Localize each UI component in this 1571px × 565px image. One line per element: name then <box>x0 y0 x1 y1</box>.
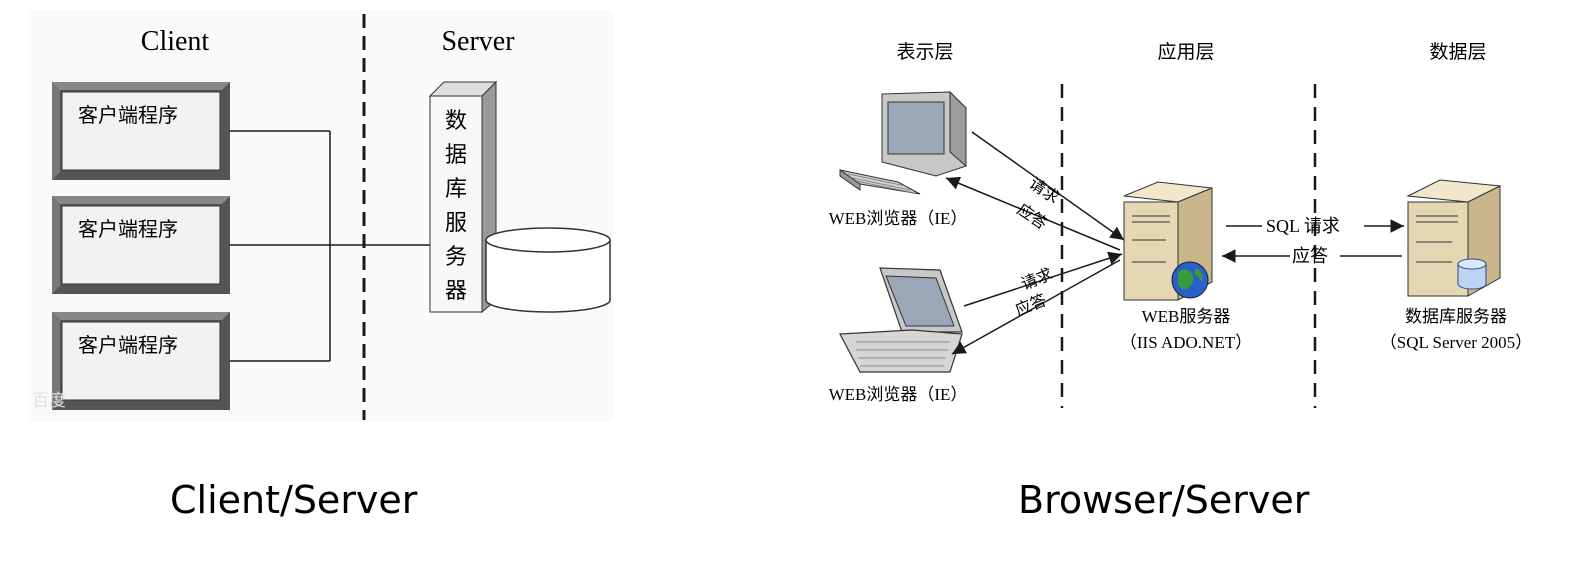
client-server-caption: Client/Server <box>170 478 418 522</box>
browser-label-top: WEB浏览器（IE） <box>829 209 968 228</box>
tier-data-label: 数据层 <box>1429 41 1486 63</box>
sql-arrows <box>1222 219 1404 263</box>
browser-server-diagram: 表示层 应用层 数据层 WEB浏览器（IE） <box>829 41 1532 408</box>
client-program-box-2: 客户端程序 <box>52 196 230 294</box>
db-server-char: 器 <box>445 279 467 304</box>
db-server-char: 服 <box>445 211 467 236</box>
browser-server-caption: Browser/Server <box>1018 478 1310 522</box>
server-heading: Server <box>441 26 515 57</box>
db-server-char: 数 <box>445 109 467 134</box>
response-label-bottom: 应答 <box>1012 290 1049 320</box>
web-server-label: WEB服务器 <box>1142 307 1231 326</box>
client-program-label: 客户端程序 <box>78 103 178 127</box>
db-server-char: 务 <box>445 245 467 270</box>
db-server-label: 数据库服务器 <box>1405 307 1507 326</box>
response-label-top: 应答 <box>1014 200 1051 234</box>
browser-label-bottom: WEB浏览器（IE） <box>829 385 968 404</box>
watermark: 百度 <box>32 391 66 411</box>
browser-request-arrows <box>945 131 1125 355</box>
tier-application-label: 应用层 <box>1157 41 1214 63</box>
request-label-top: 请求 <box>1026 174 1063 207</box>
client-program-label: 客户端程序 <box>78 217 178 241</box>
globe-icon <box>1171 261 1209 299</box>
sql-response-label: 应答 <box>1292 246 1328 266</box>
client-program-label: 客户端程序 <box>78 333 178 357</box>
sql-request-label: SQL 请求 <box>1266 216 1340 236</box>
desktop-computer-icon <box>839 90 967 195</box>
laptop-icon <box>839 267 963 373</box>
client-program-box-1: 客户端程序 <box>52 82 230 180</box>
db-server-char: 库 <box>445 177 467 202</box>
request-label-bottom: 请求 <box>1019 265 1055 294</box>
database-cylinder-icon <box>1457 258 1487 290</box>
client-server-diagram: Client Server 客户端程序 客户端程序 客户端程序 <box>28 10 613 422</box>
database-server-icon <box>1406 179 1502 297</box>
db-server-sublabel: （SQL Server 2005） <box>1380 333 1532 352</box>
client-program-box-3: 客户端程序 <box>52 312 230 410</box>
web-server-sublabel: （IIS ADO.NET） <box>1120 333 1252 352</box>
web-server-icon <box>1123 181 1213 301</box>
db-server-char: 据 <box>445 143 467 168</box>
client-connector-lines <box>230 130 430 362</box>
client-heading: Client <box>141 26 210 57</box>
database-cylinder-icon <box>485 227 611 313</box>
tier-presentation-label: 表示层 <box>896 41 953 63</box>
